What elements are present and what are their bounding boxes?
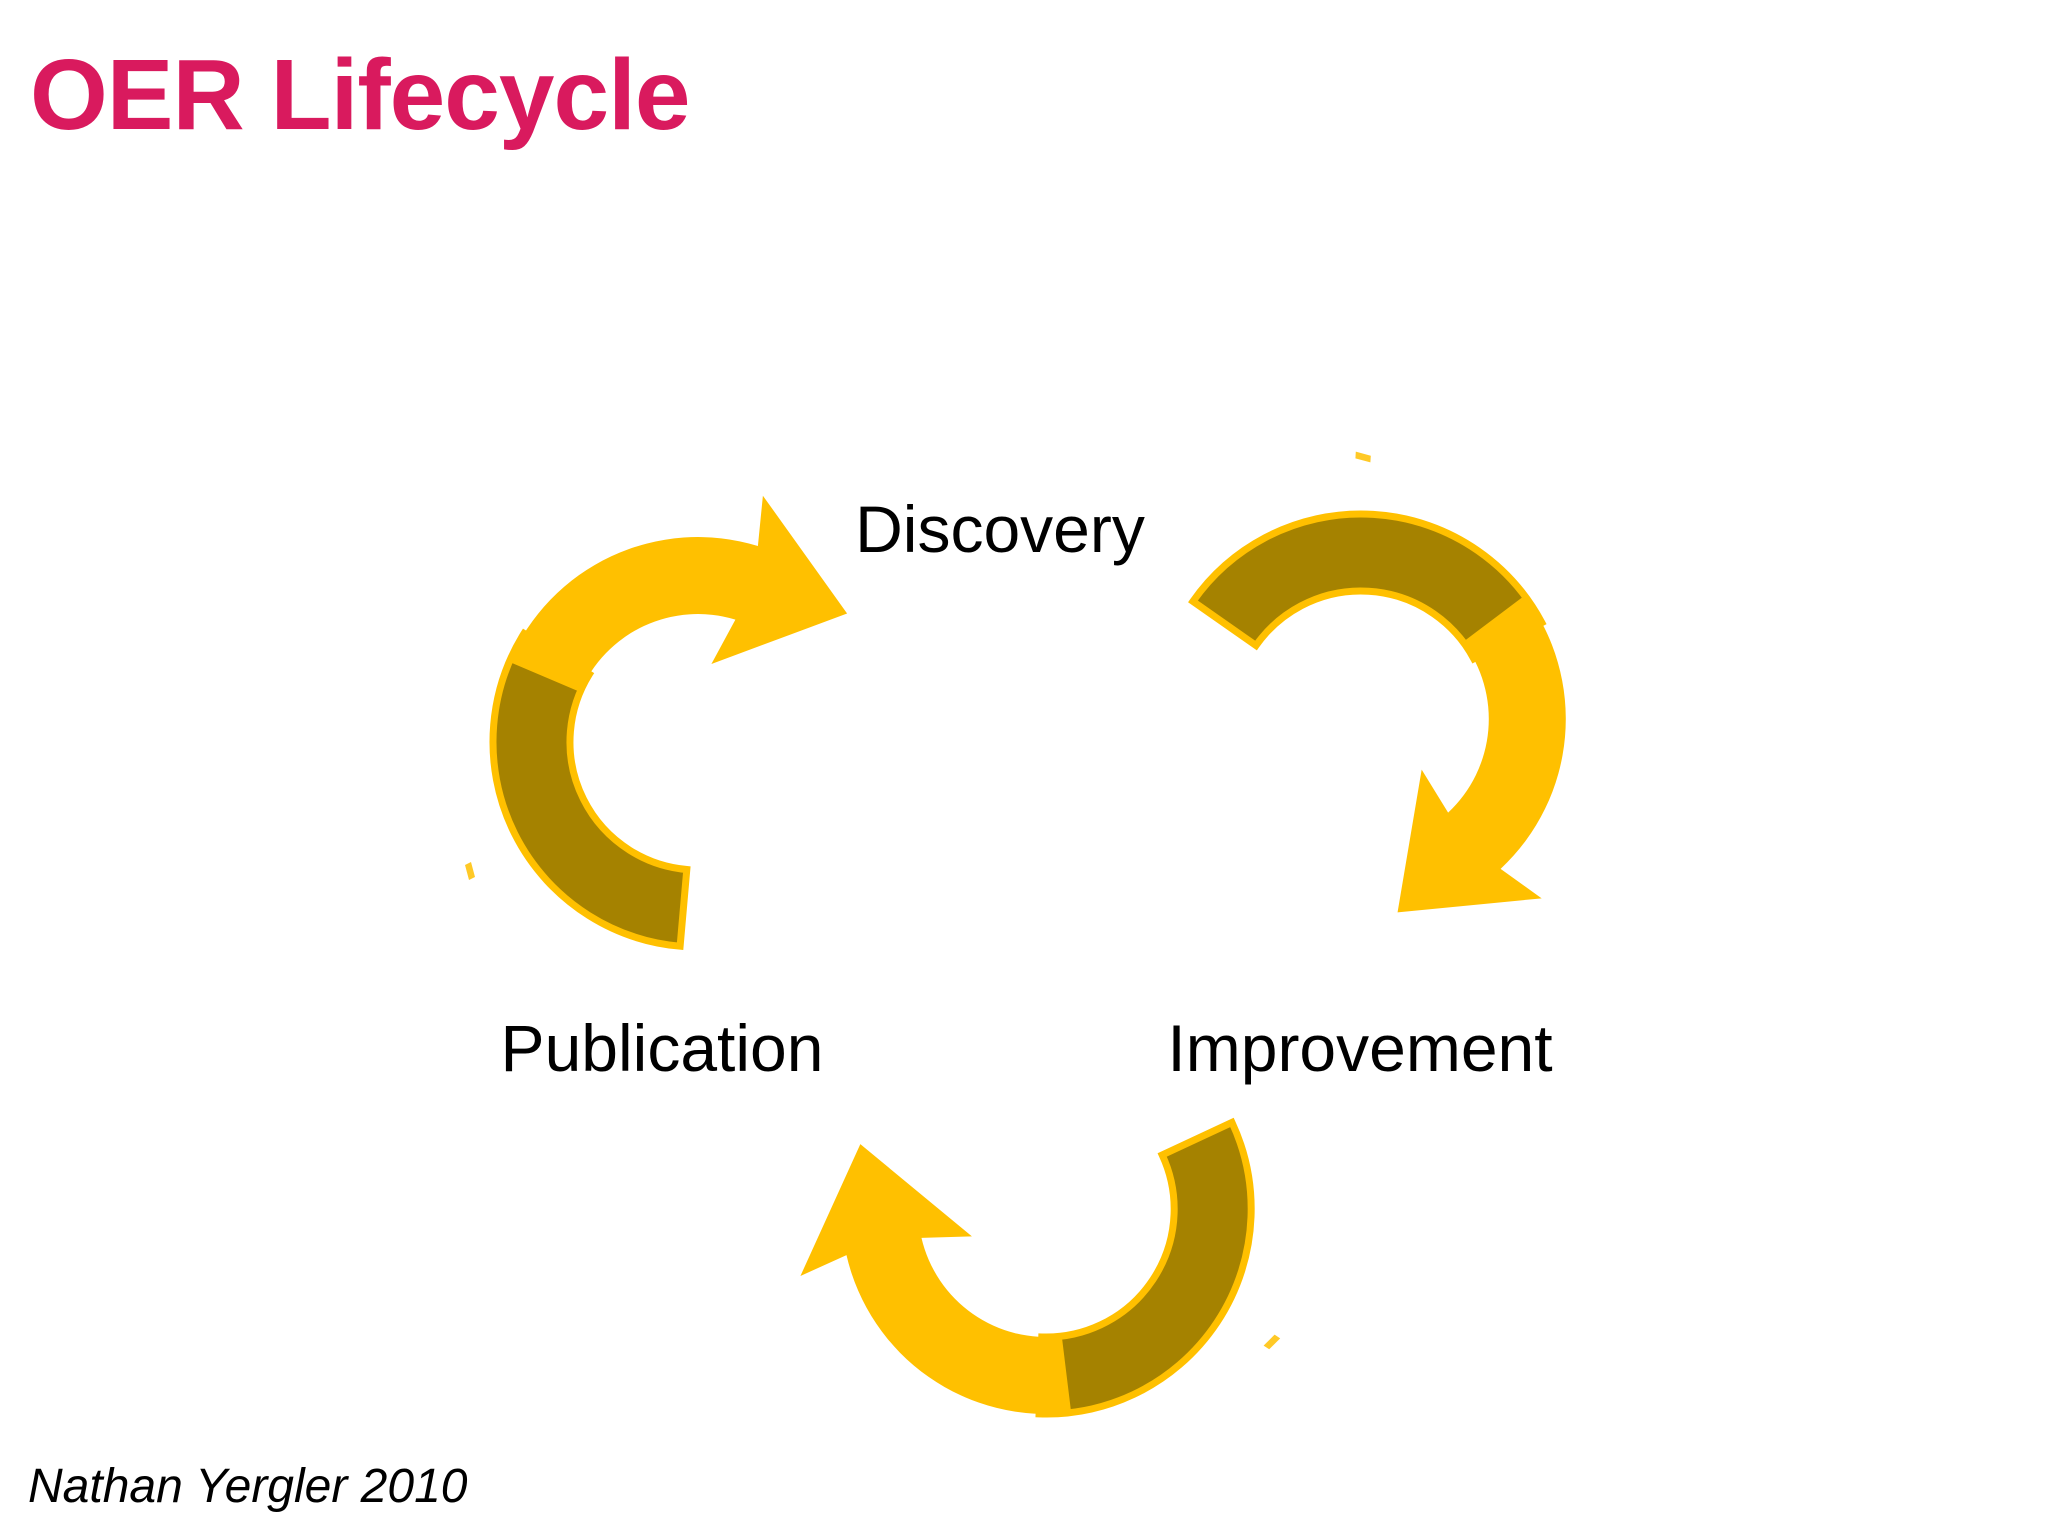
cycle-node-discovery: Discovery bbox=[855, 492, 1145, 566]
credit-line: Nathan Yergler 2010 bbox=[28, 1460, 468, 1513]
arrow-discovery-to-improvement bbox=[1109, 415, 1690, 971]
arrow-publication-to-discovery bbox=[465, 496, 847, 947]
cycle-node-improvement: Improvement bbox=[1167, 1011, 1553, 1085]
slide-title: OER Lifecycle bbox=[30, 39, 691, 151]
cycle-node-publication: Publication bbox=[500, 1011, 824, 1085]
